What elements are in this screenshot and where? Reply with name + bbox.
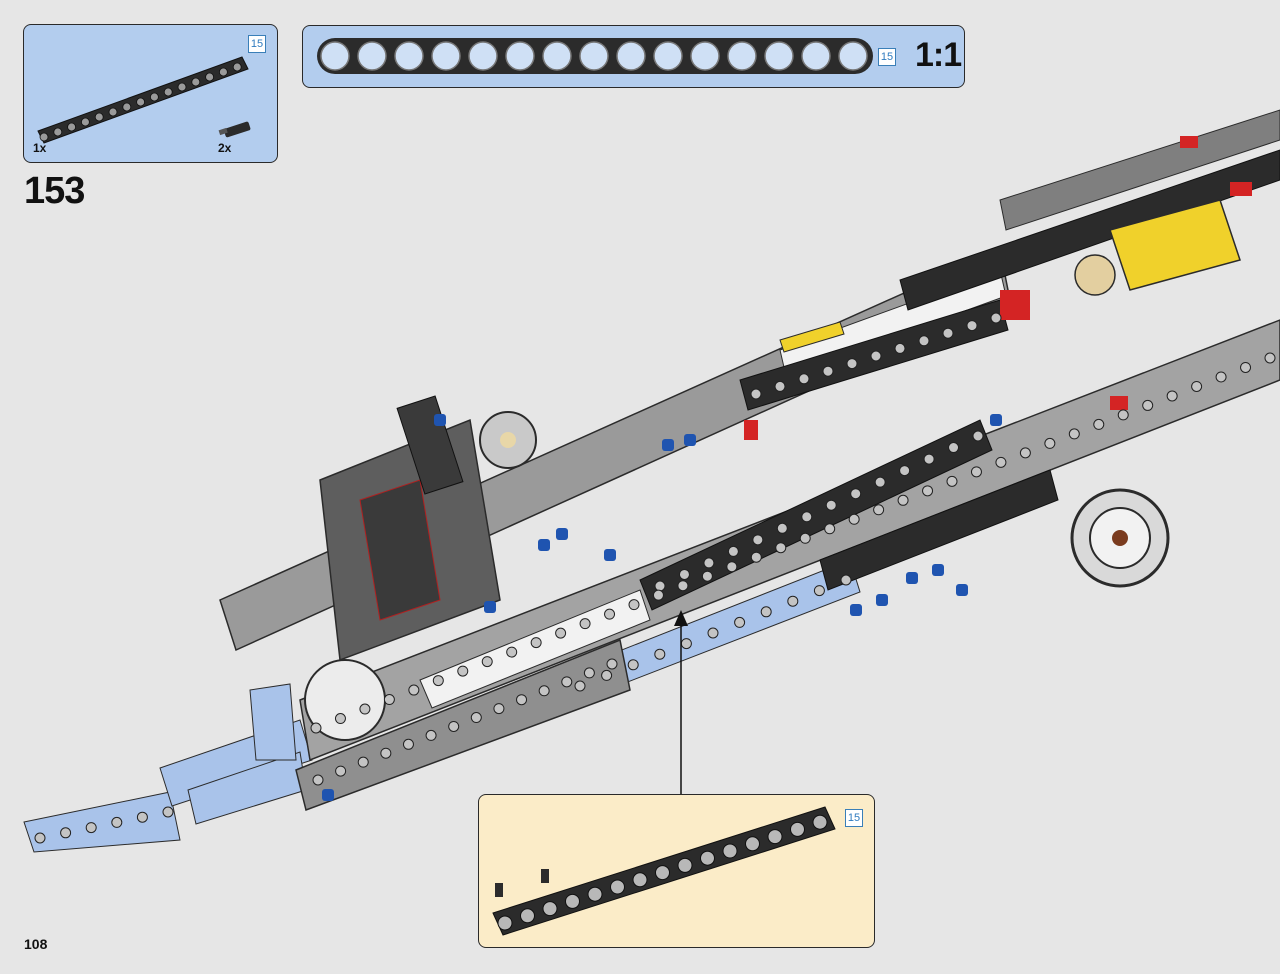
parts-list-panel: 15 1x 2x — [23, 24, 278, 163]
length-badge: 15 — [248, 35, 266, 53]
beam-15-icon — [37, 56, 249, 144]
sub-assembly-callout: 15 — [478, 794, 875, 948]
scale-label: 1:1 — [915, 36, 962, 74]
part-quantity: 1x — [33, 141, 47, 155]
beam-15-scale-icon — [317, 38, 873, 74]
beam-15-with-pins-icon — [492, 806, 836, 936]
page-number: 108 — [24, 936, 48, 952]
axle-pin-icon — [218, 121, 251, 138]
step-number: 153 — [24, 170, 85, 212]
length-badge: 15 — [878, 48, 896, 66]
part-quantity: 2x — [218, 141, 232, 155]
length-badge: 15 — [845, 809, 863, 827]
scale-reference-panel: 15 — [302, 25, 965, 88]
